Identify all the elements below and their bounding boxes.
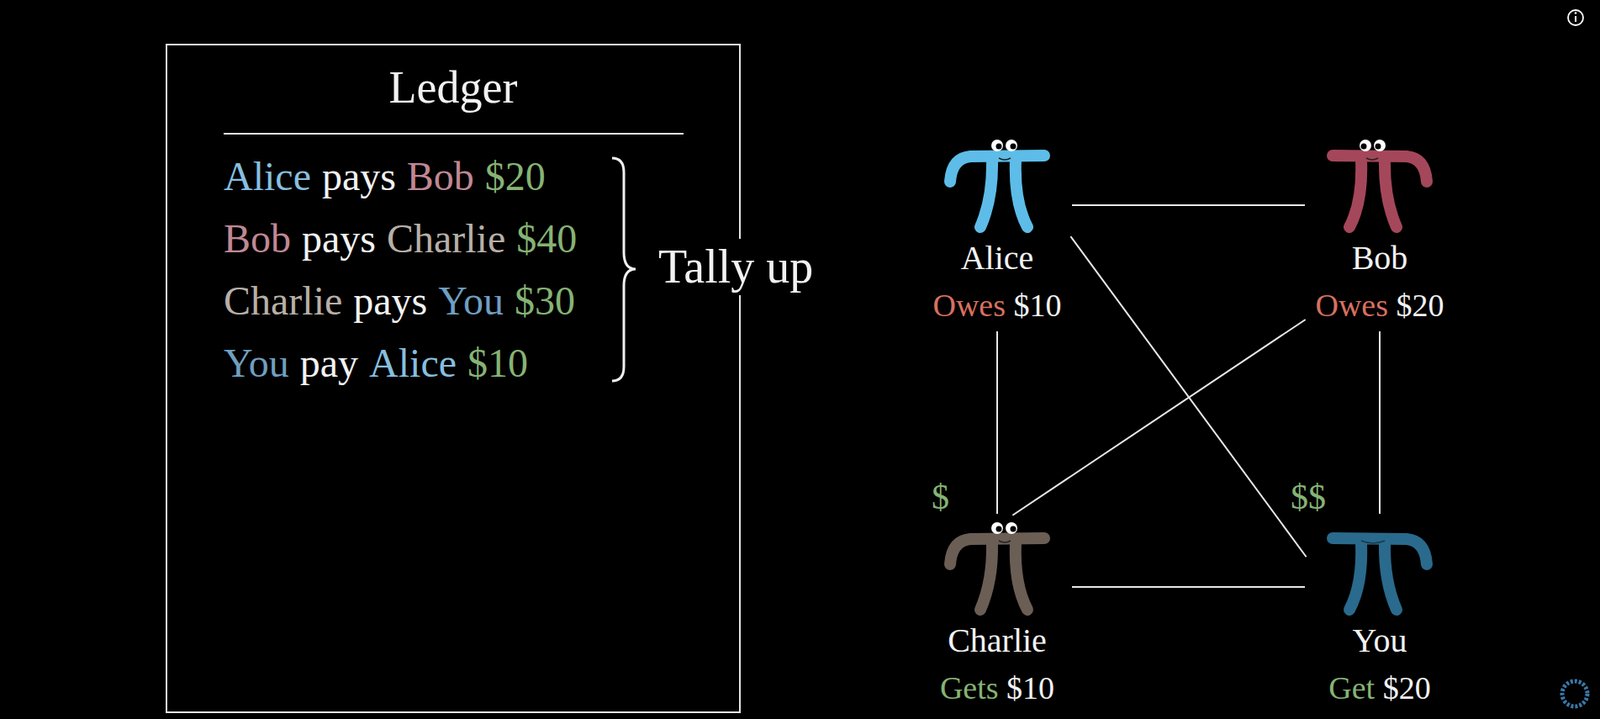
balance-word: Owes [1314,287,1389,323]
balance-line: Gets$10 [939,668,1055,708]
figure-space [945,137,1050,239]
ledger-entry: AlicepaysBob$20 [223,153,557,200]
balance-amount: $10 [1013,287,1062,323]
curly-brace [612,158,636,381]
person-node: YouGet$20 [1308,517,1452,711]
person-node: CharlieGets$10 [925,517,1069,711]
ledger-panel: LedgerAlicepaysBob$20BobpaysCharlie$40Ch… [165,43,741,713]
figure-space [945,520,1050,622]
pi-creature [1332,538,1427,610]
ledger-word: You [223,340,290,386]
info-icon [1568,10,1584,26]
connector-line [1378,331,1381,514]
loading-spinner [1562,681,1588,707]
ledger-word: Bob [223,216,291,261]
connector-line [1071,204,1305,206]
ledger-entry: BobpaysCharlie$40 [223,215,588,262]
connector-line [996,331,999,514]
pi-creature [950,522,1045,610]
ledger-word: pay [300,340,359,386]
balance-word: Owes [932,287,1006,323]
person-name: You [1352,621,1408,661]
figure-space [1327,137,1432,239]
ledger-word: $10 [467,340,529,386]
ledger-word: $30 [514,278,576,323]
ledger-rule [223,132,684,135]
person-name: Bob [1351,238,1409,278]
balance-word: Get [1328,670,1375,706]
money-symbol: $ [928,475,953,518]
ledger-word: pays [322,153,397,199]
ledger-word: Bob [406,153,475,199]
ledger-word: $40 [516,216,577,261]
ledger-word: You [438,278,504,323]
person-node: BobOwes$20 [1308,134,1452,328]
balance-amount: $20 [1396,287,1445,323]
connector-line [1012,319,1305,516]
connector-line [1070,236,1306,557]
person-name: Alice [961,238,1035,278]
ledger-word: $20 [485,153,546,199]
ledger-entry: CharliepaysYou$30 [223,277,587,324]
ledger-word: Alice [369,340,457,386]
person-node: AliceOwes$10 [925,134,1069,328]
ledger-word: pays [301,216,376,261]
ledger-word: pays [353,278,428,323]
balance-word: Gets [939,670,999,706]
balance-line: Owes$20 [1314,285,1444,325]
person-name: Charlie [947,621,1047,661]
money-symbol: $$ [1287,475,1330,518]
ledger-entry: YoupayAlice$10 [223,339,539,386]
ledger-title: Ledger [167,60,740,116]
pi-creature [950,139,1045,228]
figure-space [1327,520,1432,622]
pi-creature [1332,139,1427,228]
balance-line: Owes$10 [932,285,1062,325]
ledger-word: Charlie [386,216,506,261]
action-label: Tally up [654,238,817,296]
ledger-word: Alice [223,153,312,199]
balance-amount: $10 [1006,670,1055,706]
balance-line: Get$20 [1328,668,1431,708]
balance-amount: $20 [1383,670,1432,706]
connector-line [1071,586,1305,588]
ledger-word: Charlie [223,278,343,323]
